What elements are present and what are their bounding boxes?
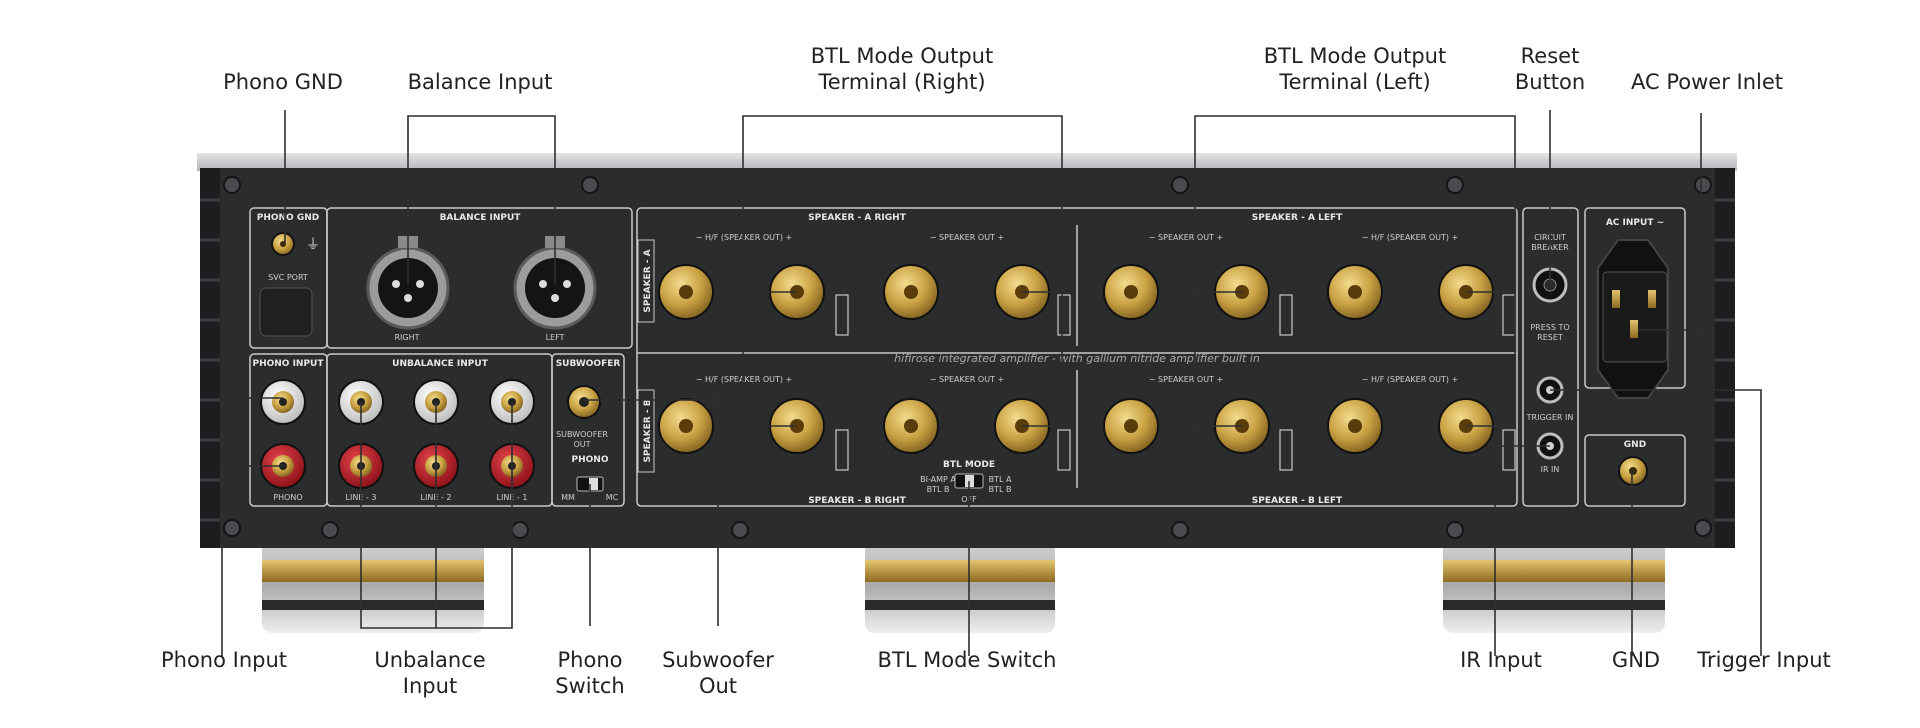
label-speaker-b-left: SPEAKER - B LEFT [1252,496,1343,506]
label-left: LEFT [546,333,565,342]
screws [223,176,1712,539]
callout-phono-switch-line2: Switch [555,674,625,698]
label-hf-out-b-right: − H/F (SPEAKER OUT) + [696,375,792,384]
label-phono: PHONO [273,493,302,502]
callout-reset-button: Reset Button [1515,43,1585,95]
label-speaker-out-b-left: − SPEAKER OUT + [1149,375,1223,384]
speaker-a-left-hf-neg[interactable] [1327,264,1383,320]
label-speaker-out-a-right: − SPEAKER OUT + [930,233,1004,242]
speaker-a-right-hf-neg[interactable] [658,264,714,320]
label-speaker-a-side: SPEAKER - A [643,249,653,312]
svc-port [259,287,313,337]
svg-text:⏚: ⏚ [306,237,320,253]
heatsink-right [1715,168,1735,548]
label-trigger-in: TRIGGER IN [1526,413,1574,422]
callout-balance-input: Balance Input [407,70,553,94]
phono-gnd-terminal[interactable]: ⏚ [271,232,320,256]
label-hf-out-a-right: − H/F (SPEAKER OUT) + [696,233,792,242]
label-svc-port: SVC PORT [268,273,308,282]
speaker-b-right-hf-neg[interactable] [658,398,714,454]
callout-phono-switch-line1: Phono [557,648,623,672]
speaker-a-left-neg[interactable] [1103,264,1159,320]
label-btl-a: BTL A [989,475,1012,484]
callout-unbalance-input: Unbalance Input [374,647,485,699]
callout-btl-right-line2: Terminal (Right) [818,70,986,94]
callout-ir-input: IR Input [1460,648,1542,672]
callout-leaders [221,110,1762,656]
callout-unbalance-line2: Input [402,674,458,698]
label-right: RIGHT [394,333,419,342]
callout-btl-left-line1: BTL Mode Output [1263,44,1447,68]
heatsink-left [200,168,220,548]
ac-power-inlet[interactable] [1597,239,1669,399]
label-script: hifirose integrated amplifier - with gal… [894,352,1260,365]
btl-markers [835,294,1516,471]
label-ir-in: IR IN [1541,465,1560,474]
callout-gnd: GND [1611,648,1661,672]
label-speaker-out-a-left: − SPEAKER OUT + [1149,233,1223,242]
label-speaker-b-right: SPEAKER - B RIGHT [808,496,906,506]
callout-unbalance-line1: Unbalance [374,648,486,672]
speaker-b-left-hf-neg[interactable] [1327,398,1383,454]
callout-phono-input: Phono Input [160,648,288,672]
label-speaker-b-side: SPEAKER - B [643,399,653,462]
callout-ac-power-inlet: AC Power Inlet [1631,70,1783,94]
callout-reset-line1: Reset [1520,44,1580,68]
callout-subwoofer-line1: Subwoofer [662,648,774,672]
label-hf-out-b-left: − H/F (SPEAKER OUT) + [1362,375,1458,384]
label-subwoofer: SUBWOOFER [556,359,621,369]
label-subwoofer-out-1: SUBWOOFER [556,430,608,439]
xlr-input-left[interactable] [513,236,597,330]
label-press-reset-1: PRESS TO [1530,323,1569,332]
callout-phono-gnd: Phono GND [223,70,343,94]
label-press-reset-2: RESET [1537,333,1563,342]
label-btl-mode: BTL MODE [943,460,995,470]
speaker-b-right-neg[interactable] [883,398,939,454]
callout-btl-left: BTL Mode Output Terminal (Left) [1264,43,1446,95]
callout-btl-left-line2: Terminal (Left) [1279,70,1431,94]
label-mm: MM [561,493,575,502]
callout-btl-right: BTL Mode Output Terminal (Right) [811,43,993,95]
label-phono-input: PHONO INPUT [252,359,324,369]
label-speaker-out-b-right: − SPEAKER OUT + [930,375,1004,384]
callout-subwoofer-out: Subwoofer Out [662,647,774,699]
xlr-input-right[interactable] [366,236,450,330]
callout-phono-switch: Phono Switch [555,647,624,699]
label-mc: MC [606,493,619,502]
label-unbalance-input: UNBALANCE INPUT [392,359,489,369]
foot-right [1443,538,1665,633]
rca-phono-left[interactable] [260,379,306,425]
label-speaker-a-right: SPEAKER - A RIGHT [808,213,907,223]
label-speaker-a-left: SPEAKER - A LEFT [1252,213,1343,223]
foot-left [262,538,484,633]
label-phono-gnd: PHONO GND [257,213,320,223]
label-subwoofer-out-2: OUT [573,440,590,449]
label-phono-switch: PHONO [572,455,609,465]
speaker-b-left-neg[interactable] [1103,398,1159,454]
label-btl-b-2: BTL B [989,485,1012,494]
panel-frames [249,207,1686,507]
callout-subwoofer-line2: Out [698,674,738,698]
foot-center [865,538,1055,633]
gnd-terminal[interactable] [1618,456,1648,486]
label-gnd: GND [1624,440,1646,450]
heatsink-fins [200,198,1735,522]
callout-btl-right-line1: BTL Mode Output [810,44,994,68]
label-btl-b: BTL B [927,485,950,494]
label-balance-input: BALANCE INPUT [440,213,522,223]
label-hf-out-a-left: − H/F (SPEAKER OUT) + [1362,233,1458,242]
label-ac-input: AC INPUT ~ [1606,218,1664,228]
callout-reset-line2: Button [1514,70,1586,94]
callout-trigger-input: Trigger Input [1697,648,1831,672]
speaker-a-right-neg[interactable] [883,264,939,320]
callout-btl-mode-switch: BTL Mode Switch [877,648,1057,672]
label-bi-amp: BI-AMP A [920,475,956,484]
chassis-top-rim [197,153,1737,171]
subwoofer-out-jack[interactable] [567,385,601,419]
